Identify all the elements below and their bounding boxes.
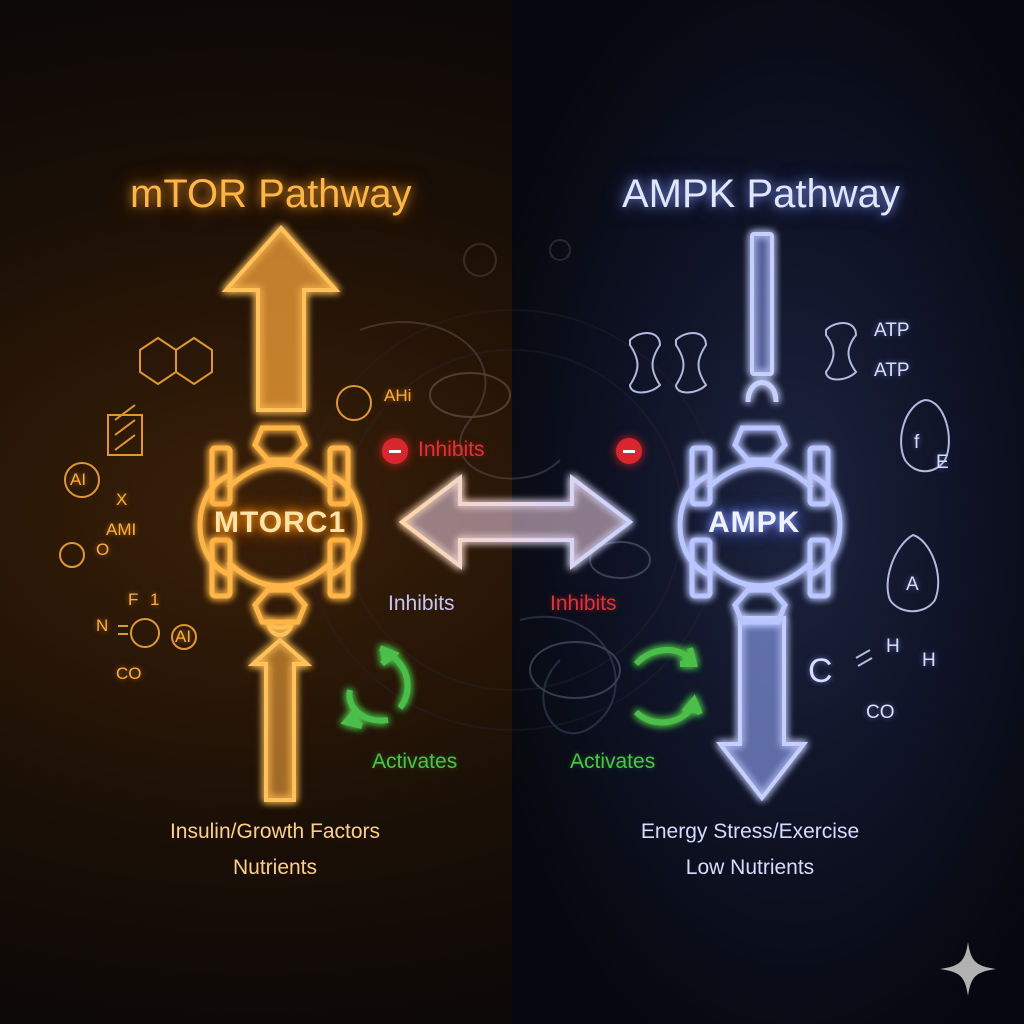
mtor-chem-label: AHi (384, 386, 412, 405)
mtor-chemical-structures (59, 336, 372, 650)
ampk-chem-label: ATP (874, 360, 910, 381)
inhibits-left-label: Inhibits (388, 592, 455, 615)
mtor-chem-label: AMI (106, 520, 137, 539)
mtor-chem-label: 1 (150, 590, 160, 609)
ampk-chem-label: C (808, 652, 833, 690)
ampk-down-arrow-icon (715, 616, 809, 802)
mtorc1-complex-icon (197, 425, 363, 625)
ampk-chemical-structures (628, 322, 950, 667)
activates-right-label: Activates (570, 750, 656, 773)
mtor-chem-label: X (116, 490, 128, 509)
mtor-chem-label: F (128, 590, 139, 609)
mtor-chem-label: CO (116, 664, 142, 683)
mtor-up-arrow-icon (221, 224, 341, 412)
background-swirls (301, 239, 723, 735)
ampk-caption-line1: Energy Stress/Exercise (640, 820, 860, 843)
activates-cycle-right-icon (633, 646, 703, 726)
mtor-chem-label: O (96, 540, 110, 559)
inhibit-right-minus-icon (616, 438, 642, 464)
ampk-caption-line2: Low Nutrients (685, 856, 815, 879)
mtor-chem-label: N (96, 616, 109, 635)
mtor-pathway-title: mTOR Pathway (130, 172, 412, 216)
mtor-chem-label: AI (70, 470, 87, 489)
mutual-inhibition-arrow-icon (398, 473, 634, 571)
ampk-chem-label: H (922, 650, 936, 671)
ampk-chem-label: A (906, 574, 919, 595)
ampk-node-label: AMPK (708, 506, 801, 539)
mtor-caption-line1: Insulin/Growth Factors (169, 820, 381, 843)
ampk-chem-label: E (936, 452, 949, 473)
activates-cycle-left-icon (340, 645, 411, 729)
ampk-complex-icon (677, 425, 843, 625)
mtor-caption-line2: Nutrients (232, 856, 318, 879)
mtor-chem-label: AI (175, 627, 192, 646)
inhibits-right-label: Inhibits (550, 592, 617, 615)
ampk-input-bar-icon (745, 232, 779, 403)
activates-left-label: Activates (372, 750, 458, 773)
ampk-chem-label: ATP (874, 320, 910, 341)
ampk-chem-label: CO (866, 702, 895, 723)
ampk-pathway-title: AMPK Pathway (622, 172, 900, 216)
ampk-chem-label: f (914, 432, 920, 453)
ampk-chem-label: H (886, 636, 900, 657)
mtorc1-node-label: MTORC1 (214, 506, 347, 539)
sparkle-icon (940, 942, 996, 996)
inhibit-left-minus-icon (382, 438, 408, 464)
inhibits-top-label: Inhibits (418, 438, 485, 461)
